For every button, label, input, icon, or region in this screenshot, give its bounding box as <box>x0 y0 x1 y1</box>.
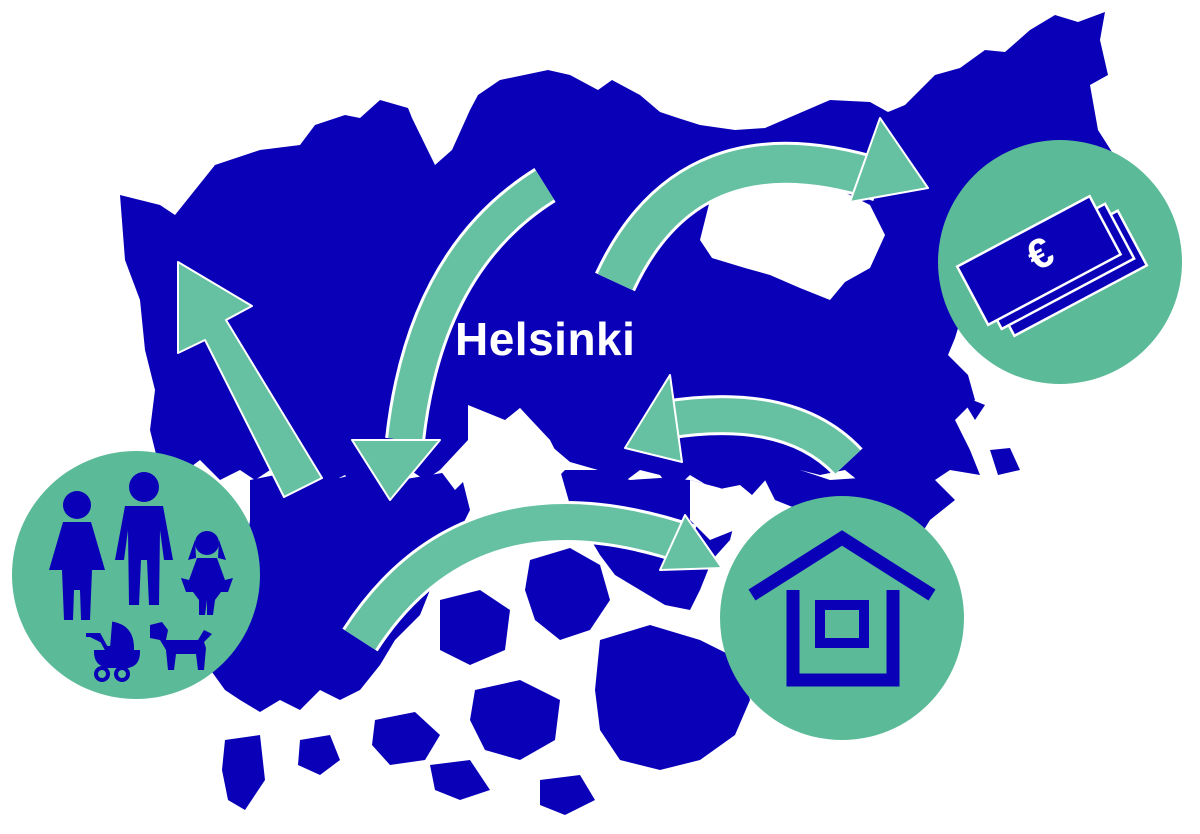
euro-banknotes-icon: € <box>955 194 1149 338</box>
woman-icon <box>49 491 105 620</box>
home-circle <box>720 496 964 740</box>
arrow-to-home <box>342 501 723 652</box>
city-label: Helsinki <box>455 313 636 365</box>
arrow-return-left <box>624 374 863 477</box>
dog-icon <box>150 622 212 670</box>
girl-icon <box>181 531 233 615</box>
arrow-curve-down <box>351 168 556 501</box>
man-icon <box>115 472 173 605</box>
money-circle: € <box>938 140 1182 384</box>
arrow-to-money <box>595 117 929 292</box>
stroller-icon <box>86 621 141 682</box>
house-icon <box>748 530 936 687</box>
family-circle <box>12 451 260 699</box>
map-water <box>440 178 885 540</box>
arrow-up-left <box>177 261 323 498</box>
